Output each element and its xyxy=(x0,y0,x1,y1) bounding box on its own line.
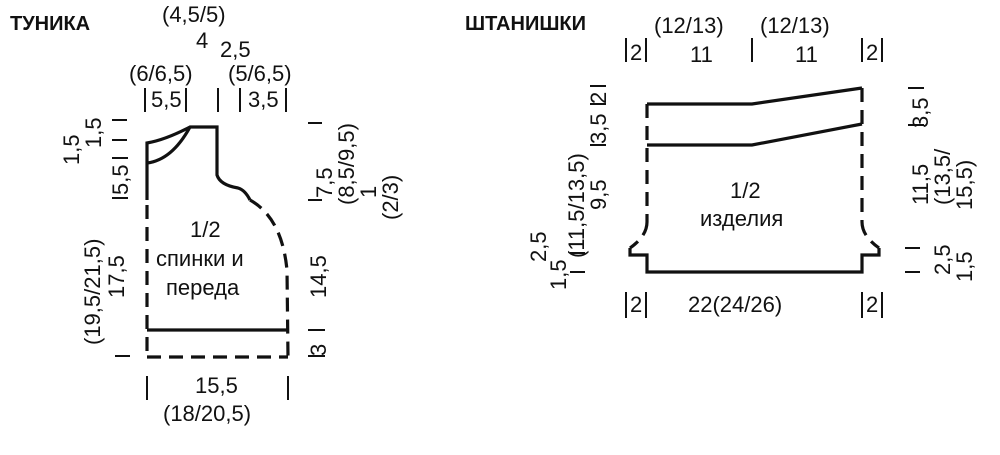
pants-right-height-alt: (13,5/ xyxy=(930,148,955,205)
pants-right-cuff-2: 1,5 xyxy=(952,251,977,282)
tunic-neck-width: 4 xyxy=(196,28,208,53)
tunic-outline-top xyxy=(145,125,252,201)
tunic-right-neck: 7,5 xyxy=(312,167,337,198)
pants-top-right: 11 xyxy=(795,42,818,67)
tunic-left-neck-2: 1,5 xyxy=(81,117,106,148)
tunic-bottom-width-alt: (18/20,5) xyxy=(163,401,251,426)
pants-title: ШТАНИШКИ xyxy=(465,13,586,35)
tunic-label-3: переда xyxy=(166,275,240,300)
pants-label-1: 1/2 xyxy=(730,178,761,203)
tunic-right-armhole: 1 xyxy=(356,186,381,198)
tunic-right-neck-alt: (8,5/9,5) xyxy=(334,123,359,205)
tunic-top-left-alt: (6/6,5) xyxy=(129,61,193,86)
pants-right-waist: 3,5 xyxy=(908,97,933,128)
pants-top-left: 11 xyxy=(690,42,713,67)
tunic-right-hem: 3 xyxy=(306,344,331,356)
pants-left-cuff-2: 1,5 xyxy=(546,259,571,290)
tunic-armhole-side-dashed xyxy=(249,198,290,358)
pants-right-height-alt-2: 15,5) xyxy=(952,160,977,210)
tunic-left-body: 17,5 xyxy=(104,255,129,298)
tunic-top-right: 3,5 xyxy=(248,87,279,112)
pants-top-left-alt: (12/13) xyxy=(654,13,724,38)
pants-right-height: 11,5 xyxy=(908,164,933,205)
pants-right-cuff-1: 2,5 xyxy=(930,244,955,275)
tunic-right-side: 14,5 xyxy=(306,255,331,298)
tunic-neck-width-alt: (4,5/5) xyxy=(162,2,226,27)
tunic-top-left: 5,5 xyxy=(151,87,182,112)
pants-left-waist-1: 2 xyxy=(586,92,611,104)
tunic-title: ТУНИКА xyxy=(10,13,90,35)
pants-left-waist-2: 3,5 xyxy=(586,113,611,144)
tunic-left-shoulder: 5,5 xyxy=(108,164,133,195)
pants-diagram: ШТАНИШКИ (12/13) (12/13) 11 11 2 2 2 3,5… xyxy=(465,13,977,318)
tunic-left-body-alt: (19,5/21,5) xyxy=(80,239,105,345)
pants-label-2: изделия xyxy=(700,206,783,231)
pants-cuff-outline xyxy=(628,248,881,274)
pants-top-edge-left: 2 xyxy=(630,40,642,65)
pants-right-curve-dashed xyxy=(860,221,880,250)
pants-bottom-edge-right: 2 xyxy=(866,292,878,317)
tunic-label-1: 1/2 xyxy=(190,217,221,242)
pants-left-height: 9,5 xyxy=(586,179,611,210)
pants-top-edge-right: 2 xyxy=(866,40,878,65)
pants-left-cuff-1: 2,5 xyxy=(526,231,551,262)
pants-left-curve-dashed xyxy=(629,221,649,250)
tunic-diagram: ТУНИКА (4,5/5) 4 2,5 (6/6,5) (5/6,5) 5,5… xyxy=(10,2,403,426)
tunic-right-armhole-alt: (2/3) xyxy=(378,175,403,220)
tunic-left-neck-1: 1,5 xyxy=(59,134,84,165)
tunic-front-neckline xyxy=(146,126,192,165)
pants-bottom-edge-left: 2 xyxy=(630,292,642,317)
pants-top-right-alt: (12/13) xyxy=(760,13,830,38)
tunic-top-right-alt: (5/6,5) xyxy=(228,61,292,86)
tunic-bottom-width: 15,5 xyxy=(195,373,238,398)
pants-left-height-alt: (11,5/13,5) xyxy=(564,153,589,258)
pants-waist-top-line xyxy=(647,86,863,106)
pants-bottom-width: 22(24/26) xyxy=(688,292,782,317)
tunic-shoulder-width-right: 2,5 xyxy=(220,37,251,62)
tunic-label-2: спинки и xyxy=(156,246,244,271)
pants-waist-second-line xyxy=(647,122,863,147)
